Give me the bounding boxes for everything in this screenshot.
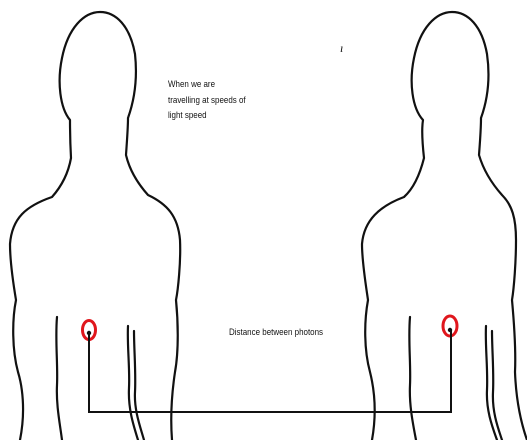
speed-caption-line-2: travelling at speeds of: [168, 93, 246, 109]
speed-caption-line-1: When we are: [168, 77, 246, 93]
distance-connector: [89, 331, 451, 412]
left-figure-outline: [10, 12, 180, 440]
left-figure-inner-arm-right: [128, 326, 138, 440]
distance-label: Distance between photons: [229, 325, 323, 340]
left-figure-inner-arm-left: [56, 317, 62, 440]
right-human-figure: [362, 12, 527, 440]
left-human-figure: [10, 12, 180, 440]
left-figure-inner-arm-right-b: [134, 331, 144, 440]
stray-pen-mark: ı: [340, 41, 343, 55]
speed-caption-line-3: light speed: [168, 108, 246, 124]
right-figure-inner-arm-right-b: [492, 331, 502, 440]
right-figure-inner-arm-left: [409, 317, 416, 440]
speed-caption: When we are travelling at speeds of ligh…: [168, 77, 260, 124]
right-figure-outline: [362, 12, 527, 440]
